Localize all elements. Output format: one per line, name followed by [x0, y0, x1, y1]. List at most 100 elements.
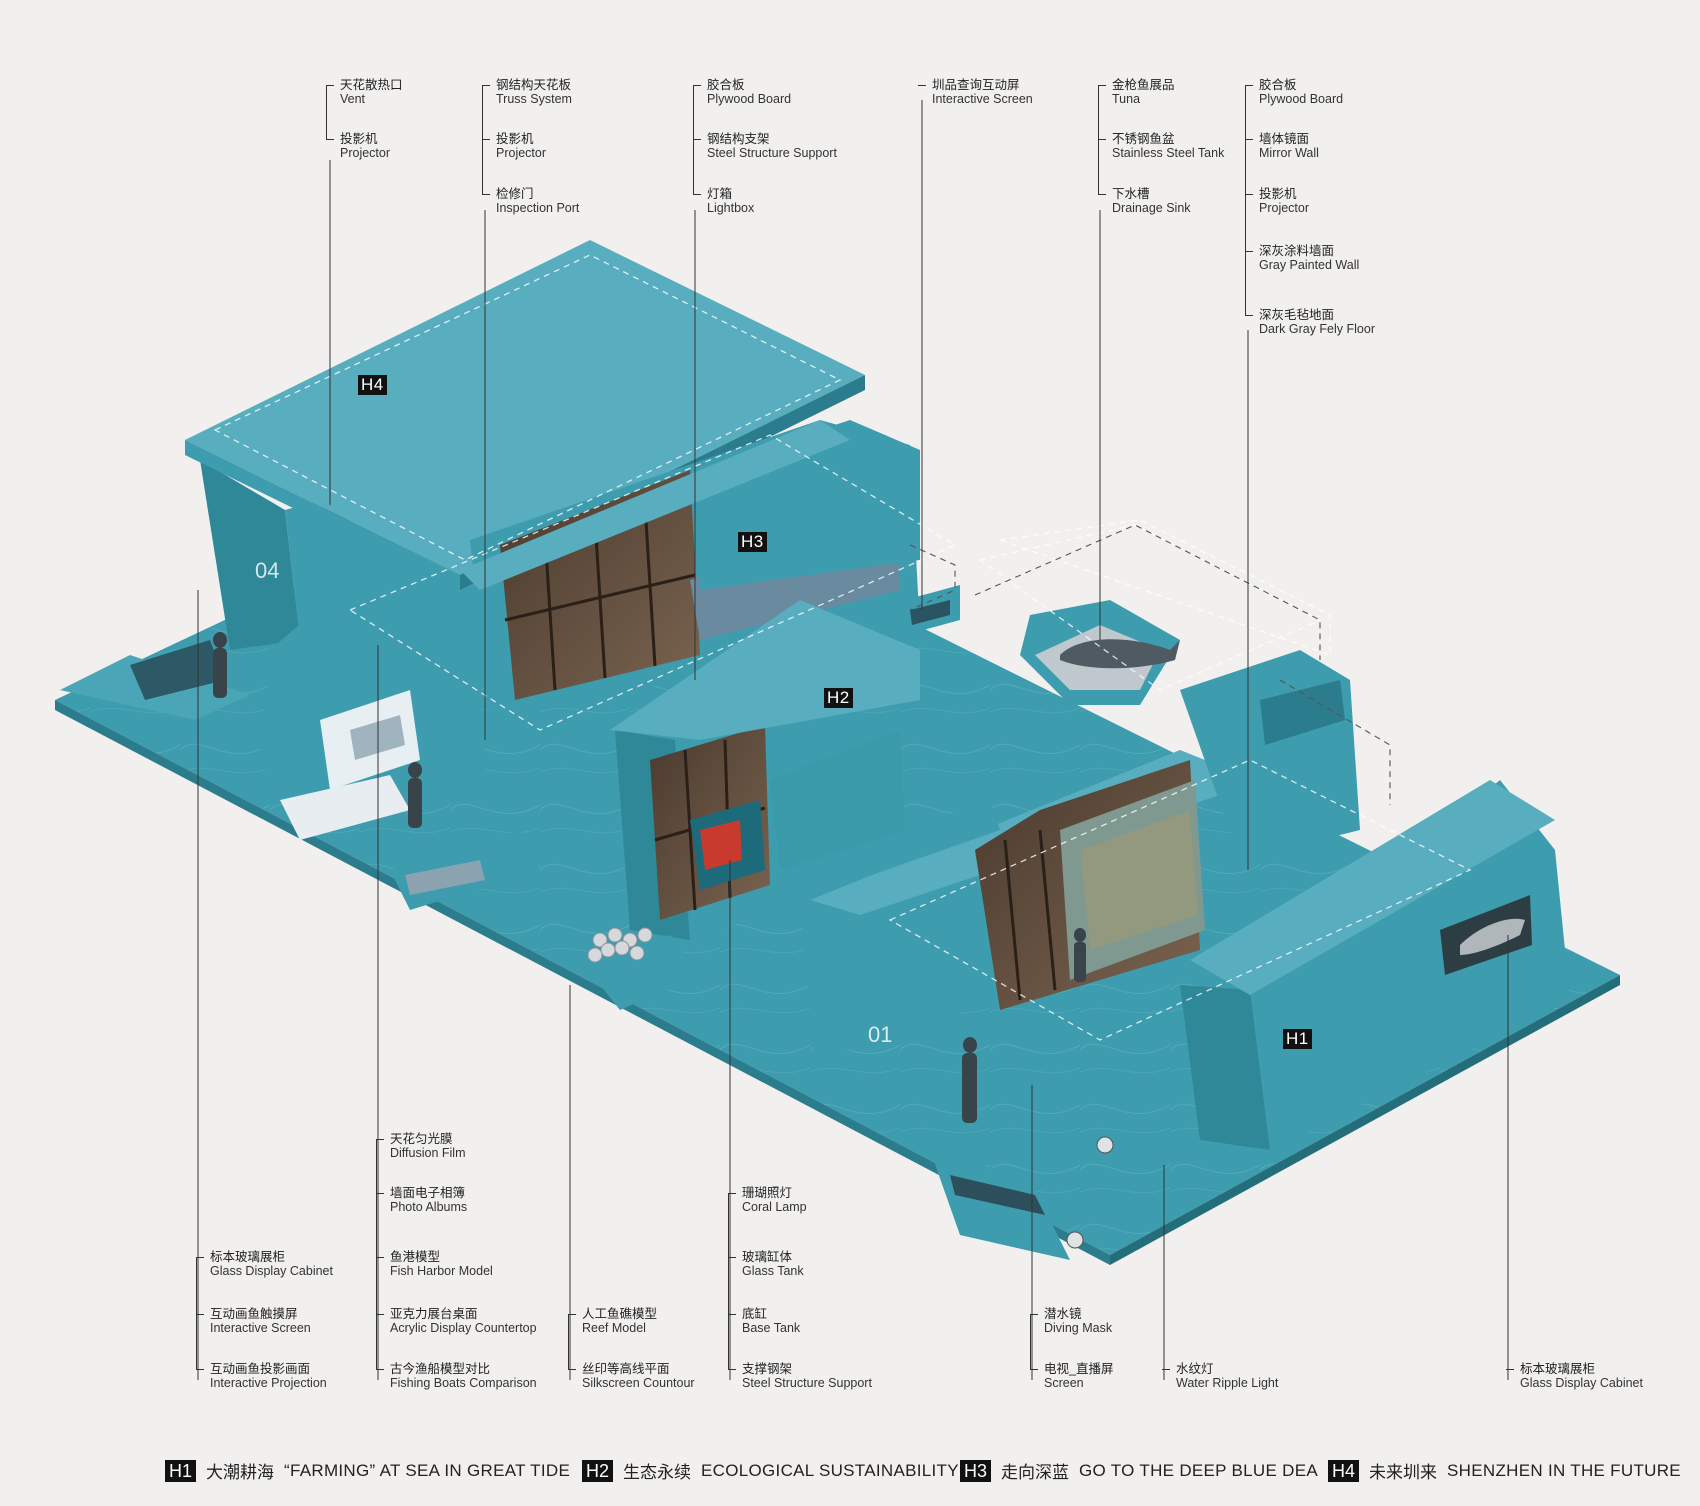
callout-tick	[693, 139, 701, 140]
callout-label-en: Projector	[1259, 201, 1310, 215]
zone-h1-front	[930, 780, 1570, 1260]
legend-code: H3	[960, 1459, 992, 1482]
callout-label-en: Silkscreen Countour	[582, 1376, 695, 1390]
callout-label-en: Glass Display Cabinet	[1520, 1376, 1643, 1390]
callout-tick	[1098, 85, 1106, 86]
callout-label-zh: 检修门	[496, 187, 534, 201]
callout-label-zh: 胶合板	[1259, 78, 1297, 92]
callout-tick	[1098, 194, 1106, 195]
tuna-island	[905, 585, 1180, 705]
callout-label-zh: 投影机	[340, 132, 378, 146]
callout-tick	[1245, 139, 1253, 140]
legend-title-en: SHENZHEN IN THE FUTURE	[1447, 1460, 1681, 1480]
legend-item-h1: H1 大潮耕海 “FARMING” AT SEA IN GREAT TIDE	[165, 1458, 570, 1483]
callout-label-en: Lightbox	[707, 201, 755, 215]
callout-label-en: Dark Gray Fely Floor	[1259, 322, 1375, 336]
callout-label-zh: 灯箱	[707, 187, 733, 201]
callout-label-zh: 古今渔船模型对比	[390, 1362, 491, 1376]
callout-line	[482, 85, 483, 195]
zone-tag-h3: H3	[738, 532, 767, 552]
callout-label-en: Interactive Screen	[932, 92, 1033, 106]
callout-label-en: Plywood Board	[1259, 92, 1344, 106]
callout-label-en: Water Ripple Light	[1176, 1376, 1279, 1390]
legend-title-zh: 未来圳来	[1369, 1463, 1438, 1482]
callout-label-en: Plywood Board	[707, 92, 792, 106]
callout-tick	[568, 1369, 576, 1370]
panel-number-h4: 04	[255, 558, 279, 583]
callout-label-zh: 潜水镜	[1044, 1307, 1082, 1321]
callout-label-en: Glass Tank	[742, 1264, 804, 1278]
callout-tick	[326, 85, 334, 86]
callout-label-zh: 胶合板	[707, 78, 745, 92]
callout-tick	[728, 1314, 736, 1315]
callout-label-zh: 不锈钢鱼盆	[1112, 132, 1175, 146]
legend-code: H4	[1328, 1459, 1360, 1482]
callout-label-zh: 墙面电子相簿	[390, 1186, 466, 1200]
callout-tick	[196, 1314, 204, 1315]
callout-tick	[1245, 194, 1253, 195]
callout-tick	[326, 139, 334, 140]
callout-line	[1030, 1314, 1031, 1370]
callout-tick	[1098, 139, 1106, 140]
callout-label-zh: 底缸	[742, 1307, 768, 1321]
callout-label-en: Projector	[496, 146, 547, 160]
callout-tick	[1030, 1369, 1038, 1370]
callout-tick	[376, 1257, 384, 1258]
callout-label-zh: 天花散热口	[340, 78, 403, 92]
callout-label-en: Truss System	[496, 92, 572, 106]
legend-title-zh: 生态永续	[623, 1463, 692, 1482]
legend-code: H1	[165, 1459, 197, 1482]
legend-item-h4: H4 未来圳来 SHENZHEN IN THE FUTURE	[1328, 1458, 1681, 1483]
legend-title-en: GO TO THE DEEP BLUE DEA	[1079, 1460, 1319, 1480]
zone-legend: H1 大潮耕海 “FARMING” AT SEA IN GREAT TIDE H…	[0, 1458, 1700, 1488]
callout-label-zh: 墙体镜面	[1259, 132, 1310, 146]
callout-tick	[376, 1369, 384, 1370]
callout-label-en: Interactive Projection	[210, 1376, 327, 1390]
callout-label-zh: 亚克力展台桌面	[390, 1307, 478, 1321]
callout-label-en: Drainage Sink	[1112, 201, 1191, 215]
callout-tick	[1245, 251, 1253, 252]
callout-label-en: Screen	[1044, 1376, 1084, 1390]
callout-tick	[196, 1369, 204, 1370]
callout-line	[376, 1139, 377, 1370]
callout-tick	[376, 1314, 384, 1315]
callout-line	[326, 85, 327, 140]
callout-tick	[728, 1369, 736, 1370]
callout-label-en: Fish Harbor Model	[390, 1264, 493, 1278]
callout-label-en: Photo Albums	[390, 1200, 468, 1214]
legend-code: H2	[582, 1459, 614, 1482]
callout-label-en: Interactive Screen	[210, 1321, 311, 1335]
callout-label-zh: 互动画鱼投影画面	[210, 1362, 311, 1376]
callout-label-en: Mirror Wall	[1259, 146, 1319, 160]
legend-item-h2: H2 生态永续 ECOLOGICAL SUSTAINABILITY	[582, 1458, 959, 1483]
callout-label-zh: 电视_直播屏	[1044, 1362, 1114, 1376]
callout-label-en: Glass Display Cabinet	[210, 1264, 333, 1278]
callout-label-en: Stainless Steel Tank	[1112, 146, 1225, 160]
callout-label-en: Steel Structure Support	[707, 146, 837, 160]
callout-label-zh: 钢结构支架	[707, 132, 770, 146]
callout-tick	[482, 139, 490, 140]
callout-tick	[918, 85, 926, 86]
callout-tick	[728, 1257, 736, 1258]
callout-tick	[1245, 315, 1253, 316]
callout-line	[1245, 85, 1246, 316]
